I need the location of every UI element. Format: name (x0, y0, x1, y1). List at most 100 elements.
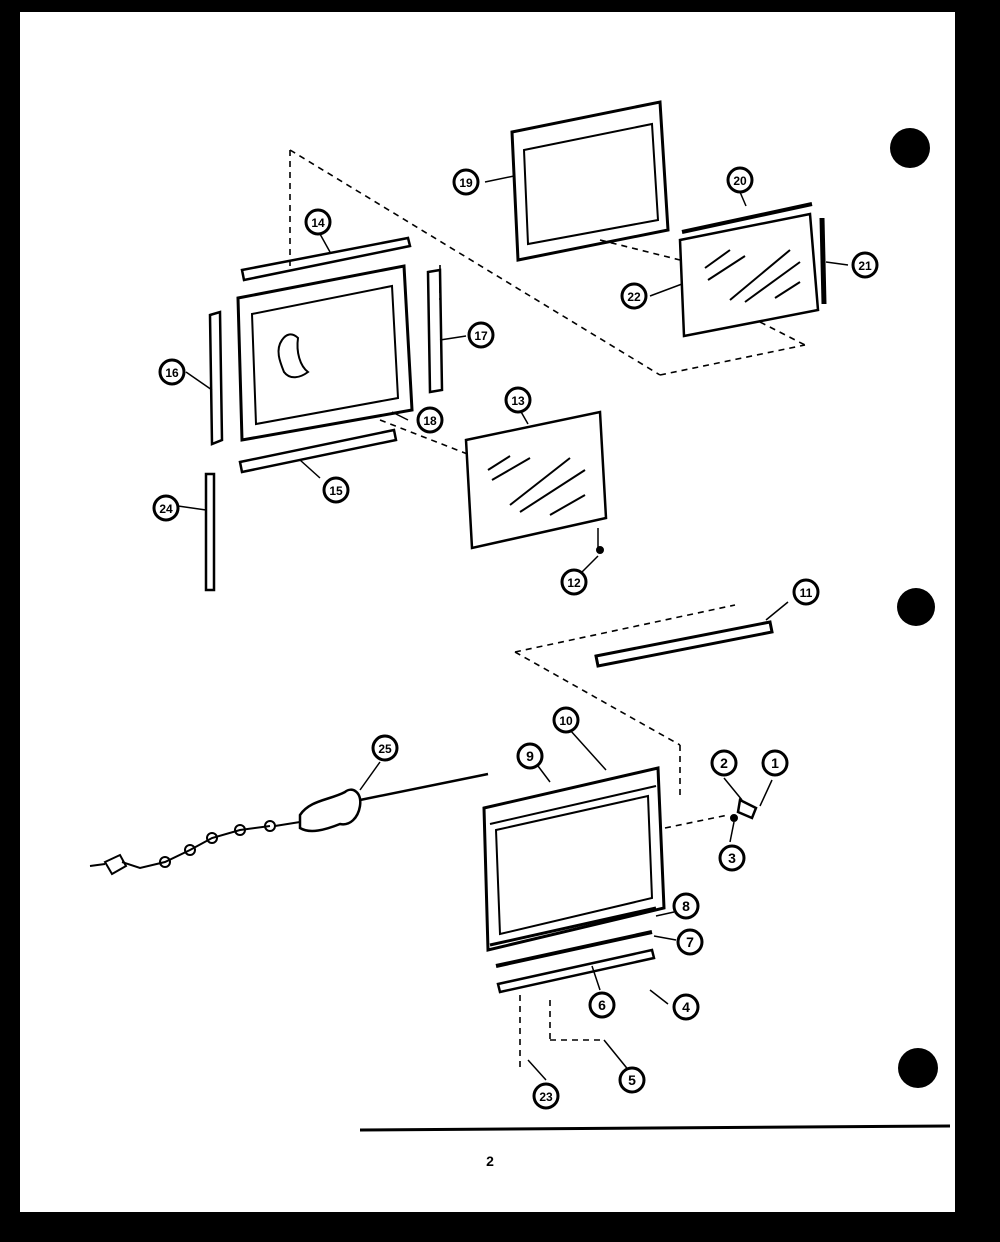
callout-10: 10 (552, 706, 580, 734)
part-16-left-channel (208, 310, 224, 446)
callout-14: 14 (304, 208, 332, 236)
callout-circle (304, 208, 332, 236)
callout-number: 17 (474, 329, 488, 343)
callout-9: 9 (516, 742, 544, 770)
callout-number: 1 (771, 755, 779, 771)
callout-circle (416, 406, 444, 434)
callout-5: 5 (618, 1066, 646, 1094)
callout-11: 11 (792, 578, 820, 606)
callout-circle (322, 476, 350, 504)
callout-circle (726, 166, 754, 194)
page-mark: 2 (486, 1153, 494, 1169)
callout-7: 7 (676, 928, 704, 956)
callout-number: 25 (378, 742, 392, 756)
callout-circle (552, 706, 580, 734)
callout-18: 18 (416, 406, 444, 434)
callout-number: 20 (733, 174, 747, 188)
callout-number: 4 (682, 999, 690, 1015)
callout-19: 19 (452, 168, 480, 196)
part-7-trim (495, 930, 653, 968)
callout-number: 2 (720, 755, 728, 771)
callout-circle (588, 991, 616, 1019)
callout-circle (672, 993, 700, 1021)
part-3-washer (730, 814, 738, 822)
bottom-rule (359, 1124, 951, 1132)
binder-hole-middle (897, 588, 935, 626)
callout-1: 1 (761, 749, 789, 777)
callout-circle (158, 358, 186, 386)
callout-number: 21 (858, 259, 872, 273)
callout-circle (560, 568, 588, 596)
callout-circle (152, 494, 180, 522)
callout-12: 12 (560, 568, 588, 596)
callout-number: 23 (539, 1090, 553, 1104)
callout-number: 10 (559, 714, 573, 728)
part-9-lower-door-frame (482, 766, 666, 952)
callout-16: 16 (158, 358, 186, 386)
part-19-inner-frame (510, 100, 670, 262)
callout-circle (620, 282, 648, 310)
callout-circle (761, 749, 789, 777)
callout-circle (792, 578, 820, 606)
part-14-top-channel (240, 236, 412, 282)
part-2-bracket (736, 798, 758, 820)
callout-number: 18 (423, 414, 437, 428)
callout-13: 13 (504, 386, 532, 414)
callout-number: 8 (682, 898, 690, 914)
callout-23: 23 (532, 1082, 560, 1110)
callout-21: 21 (851, 251, 879, 279)
callout-number: 3 (728, 850, 736, 866)
callout-circle (718, 844, 746, 872)
callout-4: 4 (672, 993, 700, 1021)
part-20-top-trim (681, 202, 813, 234)
callout-number: 9 (526, 748, 534, 764)
part-18-door-frame (236, 264, 414, 442)
callout-number: 7 (686, 934, 694, 950)
callout-number: 12 (567, 576, 581, 590)
callout-number: 5 (628, 1072, 636, 1088)
part-17-right-channel (426, 268, 444, 394)
callout-circle (672, 892, 700, 920)
callout-number: 6 (598, 997, 606, 1013)
callout-8: 8 (672, 892, 700, 920)
callout-circle (710, 749, 738, 777)
callout-number: 16 (165, 366, 179, 380)
callout-circle (851, 251, 879, 279)
binder-hole-bottom (898, 1048, 938, 1088)
part-13-outer-glass (464, 410, 608, 550)
callout-circle (516, 742, 544, 770)
part-24-strip (204, 472, 216, 592)
callout-number: 24 (159, 502, 173, 516)
callout-24: 24 (152, 494, 180, 522)
callout-circle (467, 321, 495, 349)
part-25-rotisserie-spit (89, 772, 489, 876)
callout-2: 2 (710, 749, 738, 777)
paper-sheet (20, 12, 955, 1212)
part-15-bottom-channel (238, 428, 398, 474)
assembly-lines-lower (514, 604, 736, 1070)
callout-circle (452, 168, 480, 196)
part-8-trim (489, 906, 657, 947)
callout-circle (676, 928, 704, 956)
part-21-side-trim (819, 217, 827, 305)
callout-15: 15 (322, 476, 350, 504)
callout-number: 14 (311, 216, 325, 230)
part-11-handle-rail (594, 620, 774, 668)
callout-number: 15 (329, 484, 343, 498)
callout-3: 3 (718, 844, 746, 872)
callout-number: 13 (511, 394, 525, 408)
callout-number: 19 (459, 176, 473, 190)
callout-circle (532, 1082, 560, 1110)
callout-circle (504, 386, 532, 414)
callout-number: 22 (627, 290, 641, 304)
callout-17: 17 (467, 321, 495, 349)
callout-number: 11 (800, 586, 813, 600)
binder-hole-top (890, 128, 930, 168)
callout-circle (371, 734, 399, 762)
callout-20: 20 (726, 166, 754, 194)
part-22-glass (678, 212, 820, 338)
part-6-rail (496, 948, 656, 994)
